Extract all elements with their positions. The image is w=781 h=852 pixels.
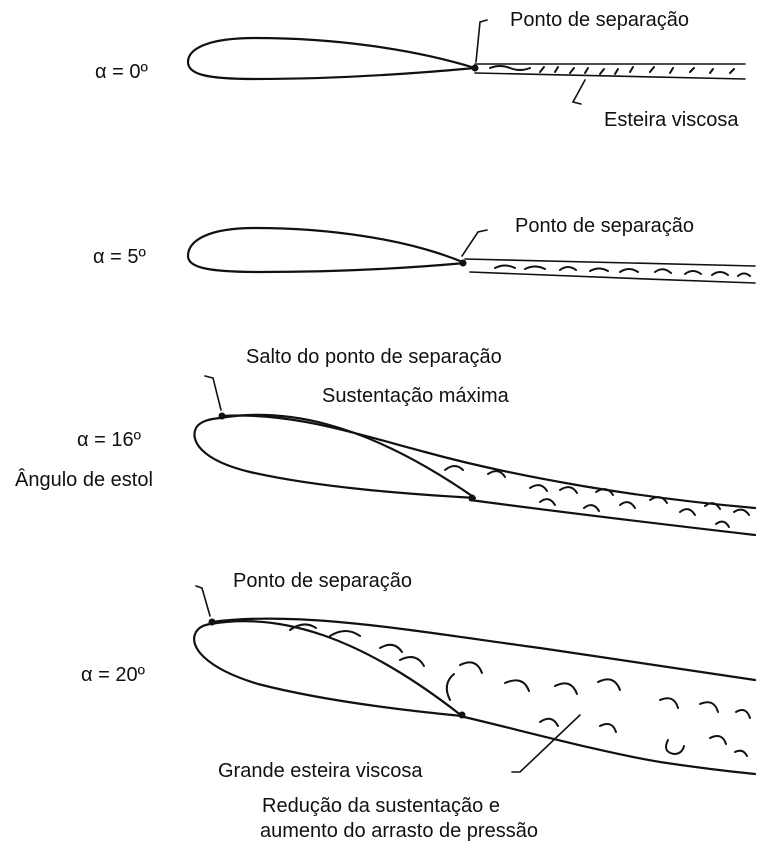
separation-point-5deg	[460, 260, 467, 267]
separation-point-0deg	[472, 65, 479, 72]
viscous-wake-label-0deg: Esteira viscosa	[604, 108, 739, 132]
viscous-wake-5deg	[465, 259, 755, 283]
airfoil-outline-20deg	[194, 621, 462, 716]
large-wake-label-20deg: Grande esteira viscosa	[218, 759, 423, 783]
separation-point-label-5deg: Ponto de separação	[515, 214, 694, 238]
trailing-edge-16deg	[469, 495, 476, 502]
separation-point-label-0deg: Ponto de separação	[510, 8, 689, 32]
separated-shear-layer-16deg	[222, 415, 755, 508]
wake-lower-boundary-16deg	[470, 500, 755, 535]
max-lift-label-16deg: Sustentação máxima	[322, 384, 509, 408]
airfoil-outline-5deg	[188, 228, 465, 272]
airfoil-outline-0deg	[188, 38, 475, 79]
caption-line-2: aumento do arrasto de pressão	[260, 819, 538, 843]
leader-separation-0deg	[476, 20, 487, 62]
separation-point-16deg	[219, 413, 226, 420]
alpha-label-20deg: α = 20º	[81, 663, 145, 687]
separation-jump-label-16deg: Salto do ponto de separação	[246, 345, 502, 369]
leader-separation-5deg	[462, 230, 487, 256]
stall-angle-label: Ângulo de estol	[15, 468, 153, 492]
separation-point-label-20deg: Ponto de separação	[233, 569, 412, 593]
leader-wake-0deg	[573, 80, 585, 104]
alpha-label-0deg: α = 0º	[95, 60, 148, 84]
airfoil-stage-20deg	[194, 586, 755, 774]
leader-separation-16deg	[205, 376, 221, 410]
airfoil-stage-0deg	[188, 20, 745, 104]
leader-separation-20deg	[196, 586, 210, 616]
viscous-wake-0deg	[475, 64, 745, 79]
viscous-wake-16deg	[445, 466, 749, 527]
alpha-label-16deg: α = 16º	[77, 428, 141, 452]
trailing-edge-20deg	[459, 712, 466, 719]
alpha-label-5deg: α = 5º	[93, 245, 146, 269]
caption-line-1: Redução da sustentação e	[262, 794, 500, 818]
separation-point-20deg	[209, 619, 216, 626]
